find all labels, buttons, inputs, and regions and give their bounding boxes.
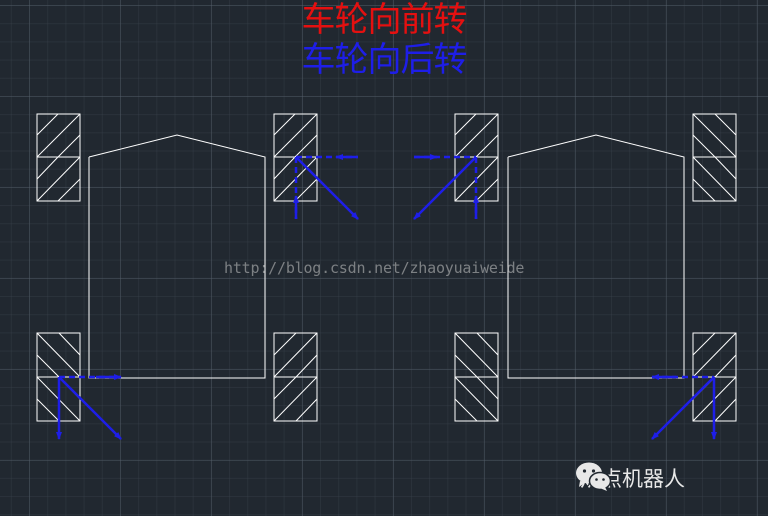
robot-right [413,113,737,440]
legend-backward: 车轮向后转 [301,40,468,80]
force-arrows-left-robot [56,154,359,440]
wheel-left-front-left [36,113,81,202]
wheel-right-front-right [692,113,737,202]
legend-forward: 车轮向前转 [301,0,468,40]
robot-left [36,113,359,440]
robot-right-body [507,134,685,379]
blog-watermark: http://blog.csdn.net/zhaoyuaiweide [224,259,525,277]
wheel-left-rear-right [273,332,318,422]
robot-left-body [88,134,266,379]
brand-badge: 炽点机器人 [574,460,685,496]
wheel-right-rear-left [454,332,499,422]
force-arrows-right-robot [413,154,717,440]
